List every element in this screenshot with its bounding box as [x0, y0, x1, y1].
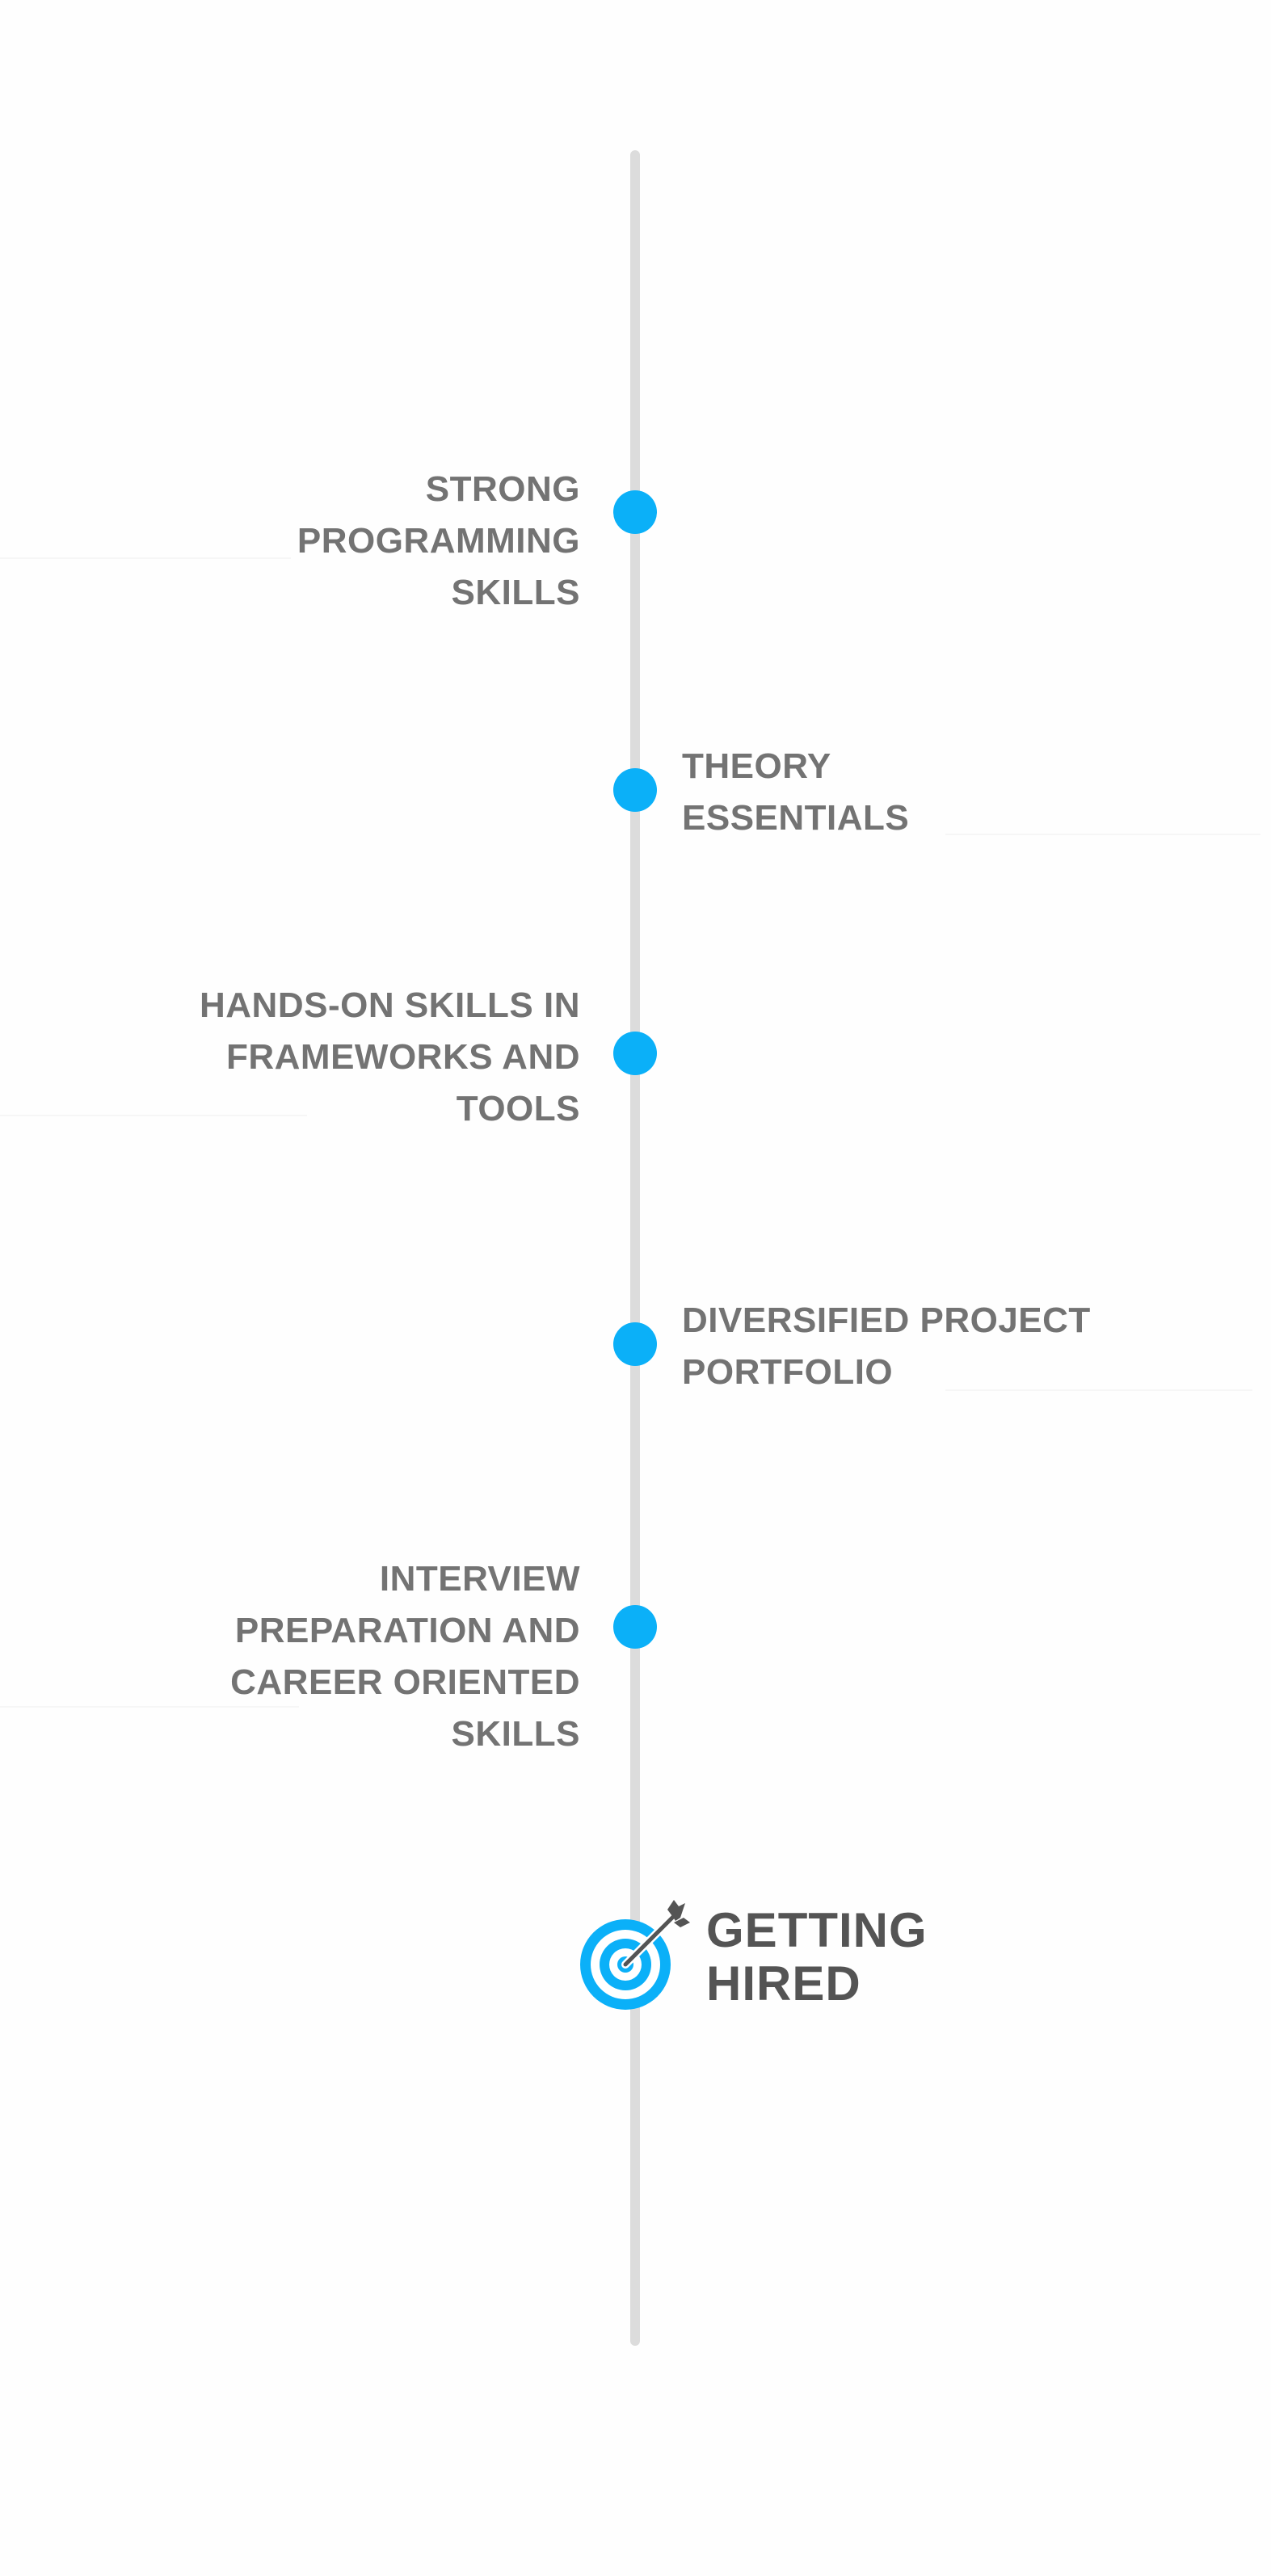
milestone-node — [613, 1032, 657, 1075]
divider — [945, 834, 1260, 835]
milestone-label: THEORY ESSENTIALS — [682, 741, 909, 844]
milestone-node — [613, 768, 657, 812]
target-arrow-icon — [580, 1900, 690, 2010]
label-line: ESSENTIALS — [682, 798, 910, 838]
goal-title-line: GETTING — [706, 1903, 928, 1957]
label-line: INTERVIEW — [379, 1559, 580, 1599]
label-line: CAREER ORIENTED — [230, 1662, 580, 1702]
milestone-label: HANDS-ON SKILLS IN FRAMEWORKS AND TOOLS — [200, 980, 580, 1135]
label-line: STRONG — [425, 469, 580, 509]
label-line: THEORY — [682, 746, 831, 786]
milestone-label: STRONG PROGRAMMING SKILLS — [297, 464, 580, 619]
goal-title-line: HIRED — [706, 1956, 861, 2011]
divider — [0, 1706, 299, 1708]
label-line: PREPARATION AND — [234, 1611, 580, 1650]
label-line: PORTFOLIO — [682, 1352, 894, 1392]
milestone-node — [613, 1322, 657, 1366]
milestone-label: DIVERSIFIED PROJECT PORTFOLIO — [682, 1295, 1091, 1398]
label-line: SKILLS — [451, 1714, 580, 1754]
timeline-line — [630, 150, 640, 2346]
milestone-node — [613, 1605, 657, 1649]
label-line: FRAMEWORKS AND — [226, 1037, 580, 1077]
label-line: DIVERSIFIED PROJECT — [682, 1301, 1091, 1340]
milestone-label: INTERVIEW PREPARATION AND CAREER ORIENTE… — [230, 1553, 580, 1760]
label-line: HANDS-ON SKILLS IN — [200, 985, 580, 1025]
label-line: TOOLS — [456, 1089, 580, 1128]
label-line: PROGRAMMING — [297, 521, 580, 561]
divider — [0, 1115, 307, 1116]
goal-title: GETTING HIRED — [706, 1904, 928, 2011]
divider — [945, 1389, 1252, 1391]
label-line: SKILLS — [451, 573, 580, 612]
milestone-node — [613, 490, 657, 534]
divider — [0, 557, 291, 559]
